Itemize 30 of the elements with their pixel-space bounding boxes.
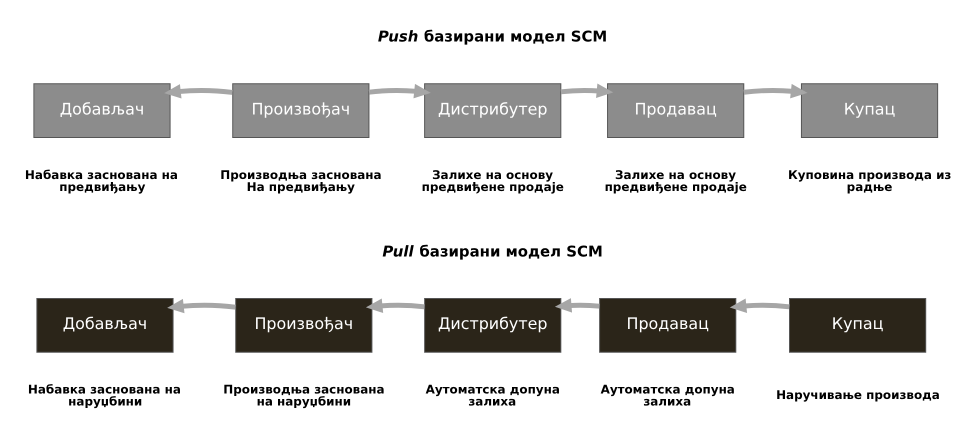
- node-box: Купац: [800, 83, 938, 138]
- label: Push базирани модел SCM: [377, 28, 607, 46]
- node-box: Добављач: [32, 83, 170, 138]
- node-label: Аутоматска допуна залиха: [425, 382, 560, 409]
- arrow: [743, 84, 807, 98]
- arrow: [368, 84, 430, 98]
- arrow: [554, 298, 600, 313]
- arrow: [365, 298, 424, 313]
- node-label: Набавка заснована на наруџбини: [27, 382, 180, 409]
- node-label: Производња заснована На предвиђању: [220, 168, 382, 194]
- node-box: Произвођач: [234, 298, 372, 353]
- arrow: [729, 298, 789, 314]
- node-label: Залихе на основу предвиђене продаје: [421, 168, 564, 194]
- node-label: Наручивање производа: [776, 388, 940, 402]
- arrow: [164, 84, 232, 99]
- node-box: Продавац: [606, 83, 744, 138]
- node-label: Аутоматска допуна залиха: [600, 382, 734, 409]
- label: Pull базирани модел SCM: [382, 242, 602, 260]
- node-label: Залихе на основу предвиђене продаје: [604, 168, 746, 194]
- arrow: [560, 84, 613, 98]
- node-label: Набавка заснована на предвиђању: [24, 168, 178, 194]
- node-box: Произвођач: [232, 83, 369, 138]
- node-box: Продавац: [598, 298, 736, 353]
- node-box: Дистрибутер: [424, 298, 561, 353]
- node-box: Дистрибутер: [424, 83, 561, 138]
- node-label: Куповина производа из радње: [788, 168, 951, 194]
- node-box: Добављач: [36, 298, 174, 353]
- node-box: Купац: [788, 298, 926, 353]
- node-label: Производња заснована на наруџбини: [222, 382, 384, 409]
- arrow: [166, 298, 236, 314]
